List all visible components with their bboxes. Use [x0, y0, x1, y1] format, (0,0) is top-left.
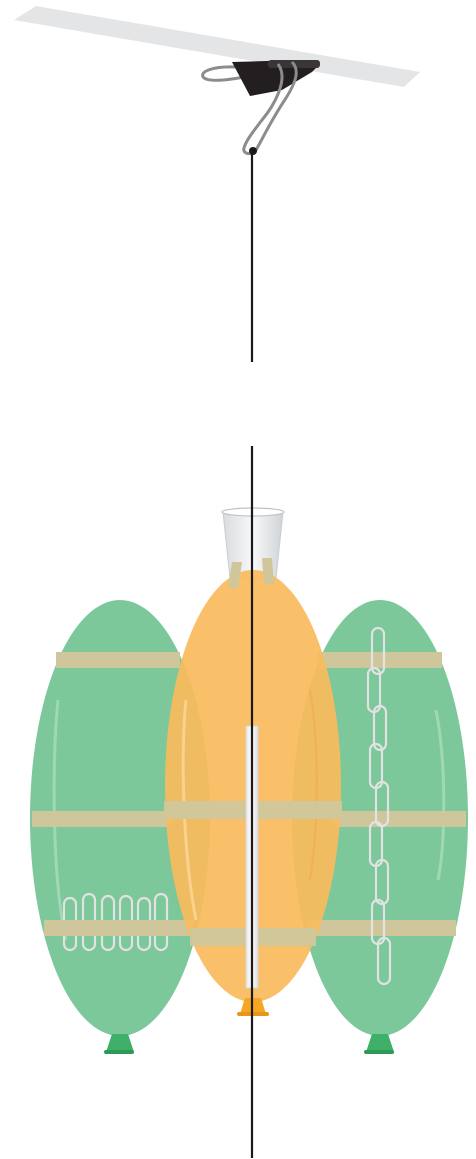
cup-tape-right: [262, 558, 274, 584]
green-balloon-right-knot-rim: [364, 1050, 394, 1054]
paper-clip: [376, 936, 392, 986]
tape-band-left-bottom: [44, 920, 194, 936]
paper-clip: [372, 704, 388, 752]
paper-clip: [374, 858, 390, 906]
paper-clip: [370, 626, 386, 676]
green-balloon-left-knot-rim: [104, 1050, 134, 1054]
ceiling-strip: [14, 6, 420, 87]
clip-wire-back: [201, 65, 245, 82]
paper-clip-chain-right: [366, 626, 392, 986]
orange-balloon-highlight-2: [309, 689, 318, 881]
tape-band-left-mid: [32, 811, 172, 827]
green-balloon-right-knot: [366, 1034, 394, 1052]
cup-tape-left: [228, 562, 242, 588]
binder-clip: [201, 60, 320, 156]
tape-band-right-bottom: [308, 920, 456, 936]
tape-bands-side: [32, 652, 466, 936]
tape-band-right-top: [318, 652, 442, 668]
tape-band-left-top: [56, 652, 180, 668]
clip-wire-front: [242, 60, 298, 156]
green-balloon-right-highlight: [434, 709, 446, 881]
green-balloon-left-knot: [106, 1034, 134, 1052]
tape-band-right-mid: [332, 811, 466, 827]
cup-tape: [228, 558, 274, 588]
